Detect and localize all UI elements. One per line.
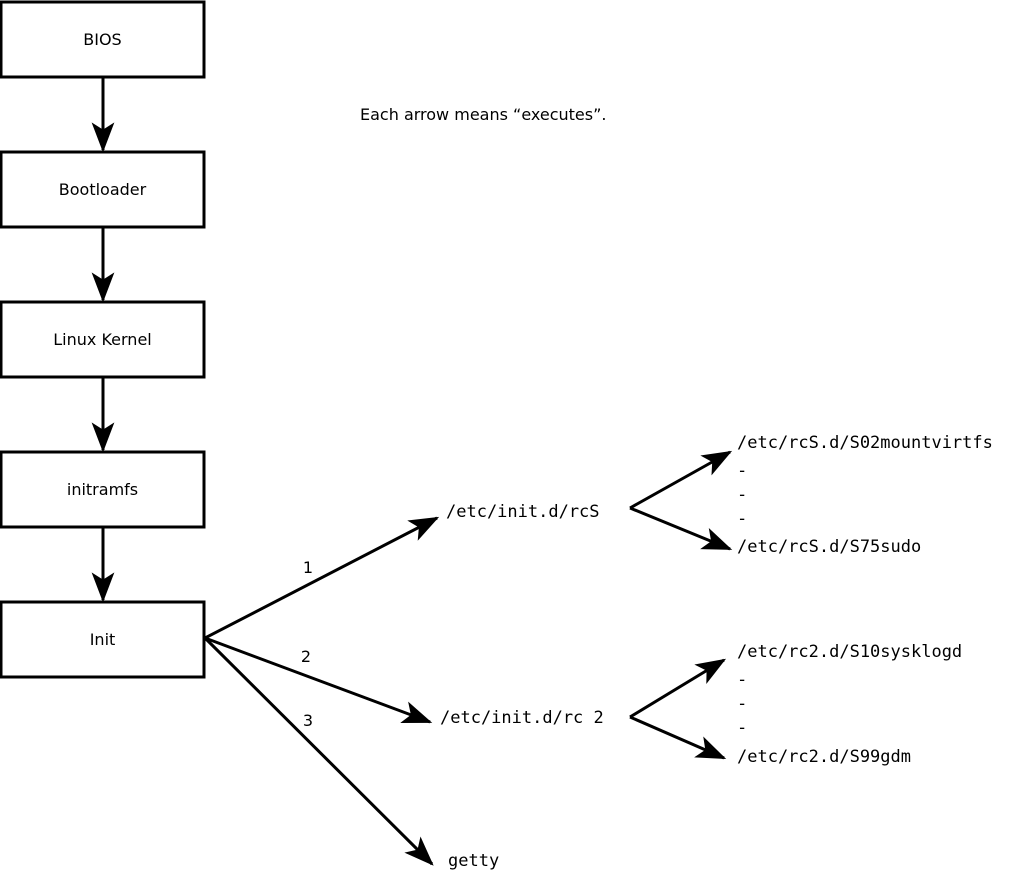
arrow-init-to-getty (203, 636, 434, 866)
node-box-bootloader[interactable] (0, 150, 206, 229)
ellipsis-dash-rcS-dash-2: - (737, 485, 747, 505)
node-label-init: Init (90, 630, 116, 649)
node-initramfs[interactable]: initramfs (0, 450, 206, 529)
node-label-bios: BIOS (83, 30, 121, 49)
script-item-labels: /etc/rcS.d/S02mountvirtfs - - - /etc/rcS.d/S… (737, 433, 993, 767)
target-label-getty: getty (448, 851, 499, 871)
edge-number-1: 1 (303, 558, 313, 577)
node-box-bios[interactable] (0, 0, 206, 79)
arrow-init-to-rcS (204, 516, 440, 640)
edge-number-3: 3 (303, 711, 313, 730)
ellipsis-dash-rcS-dash-1: - (737, 461, 747, 481)
ellipsis-dash-rc2-dash-2: - (737, 694, 747, 714)
script-label-rcS-item-last: /etc/rcS.d/S75sudo (737, 537, 921, 557)
node-init[interactable]: Init (0, 600, 206, 679)
node-label-bootloader: Bootloader (59, 180, 147, 199)
arrow-rcS-last (629, 506, 733, 551)
arrow-rc2-first (629, 658, 727, 719)
node-bios[interactable]: BIOS (0, 0, 206, 79)
arrow-init-to-rc2 (204, 636, 433, 724)
target-label-rc2: /etc/init.d/rc 2 (440, 708, 604, 728)
node-box-init[interactable] (0, 600, 206, 679)
arrow-rcS-first (629, 450, 733, 510)
edge-number-2: 2 (301, 647, 311, 666)
node-kernel[interactable]: Linux Kernel (0, 300, 206, 379)
node-label-kernel: Linux Kernel (53, 330, 151, 349)
script-label-rcS-item-first: /etc/rcS.d/S02mountvirtfs (737, 433, 993, 453)
script-label-rc2-item-last: /etc/rc2.d/S99gdm (737, 747, 911, 767)
ellipsis-dash-rc2-dash-1: - (737, 670, 747, 690)
ellipsis-dash-rc2-dash-3: - (737, 718, 747, 738)
node-bootloader[interactable]: Bootloader (0, 150, 206, 229)
node-label-initramfs: initramfs (67, 480, 138, 499)
init-target-labels: /etc/init.d/rcS/etc/init.d/rc 2 getty (440, 502, 604, 871)
target-label-rcS: /etc/init.d/rcS (446, 502, 600, 522)
node-box-initramfs[interactable] (0, 450, 206, 529)
node-box-kernel[interactable] (0, 300, 206, 379)
script-label-rc2-item-first: /etc/rc2.d/S10sysklogd (737, 642, 962, 662)
arrow-rc2-last (629, 715, 727, 760)
ellipsis-dash-rcS-dash-3: - (737, 509, 747, 529)
edge-number-labels: 1 2 3 (301, 558, 313, 730)
script-arrows-group (629, 450, 733, 760)
init-arrows-group (203, 516, 440, 866)
caption-label: Each arrow means “executes”. (360, 105, 606, 124)
